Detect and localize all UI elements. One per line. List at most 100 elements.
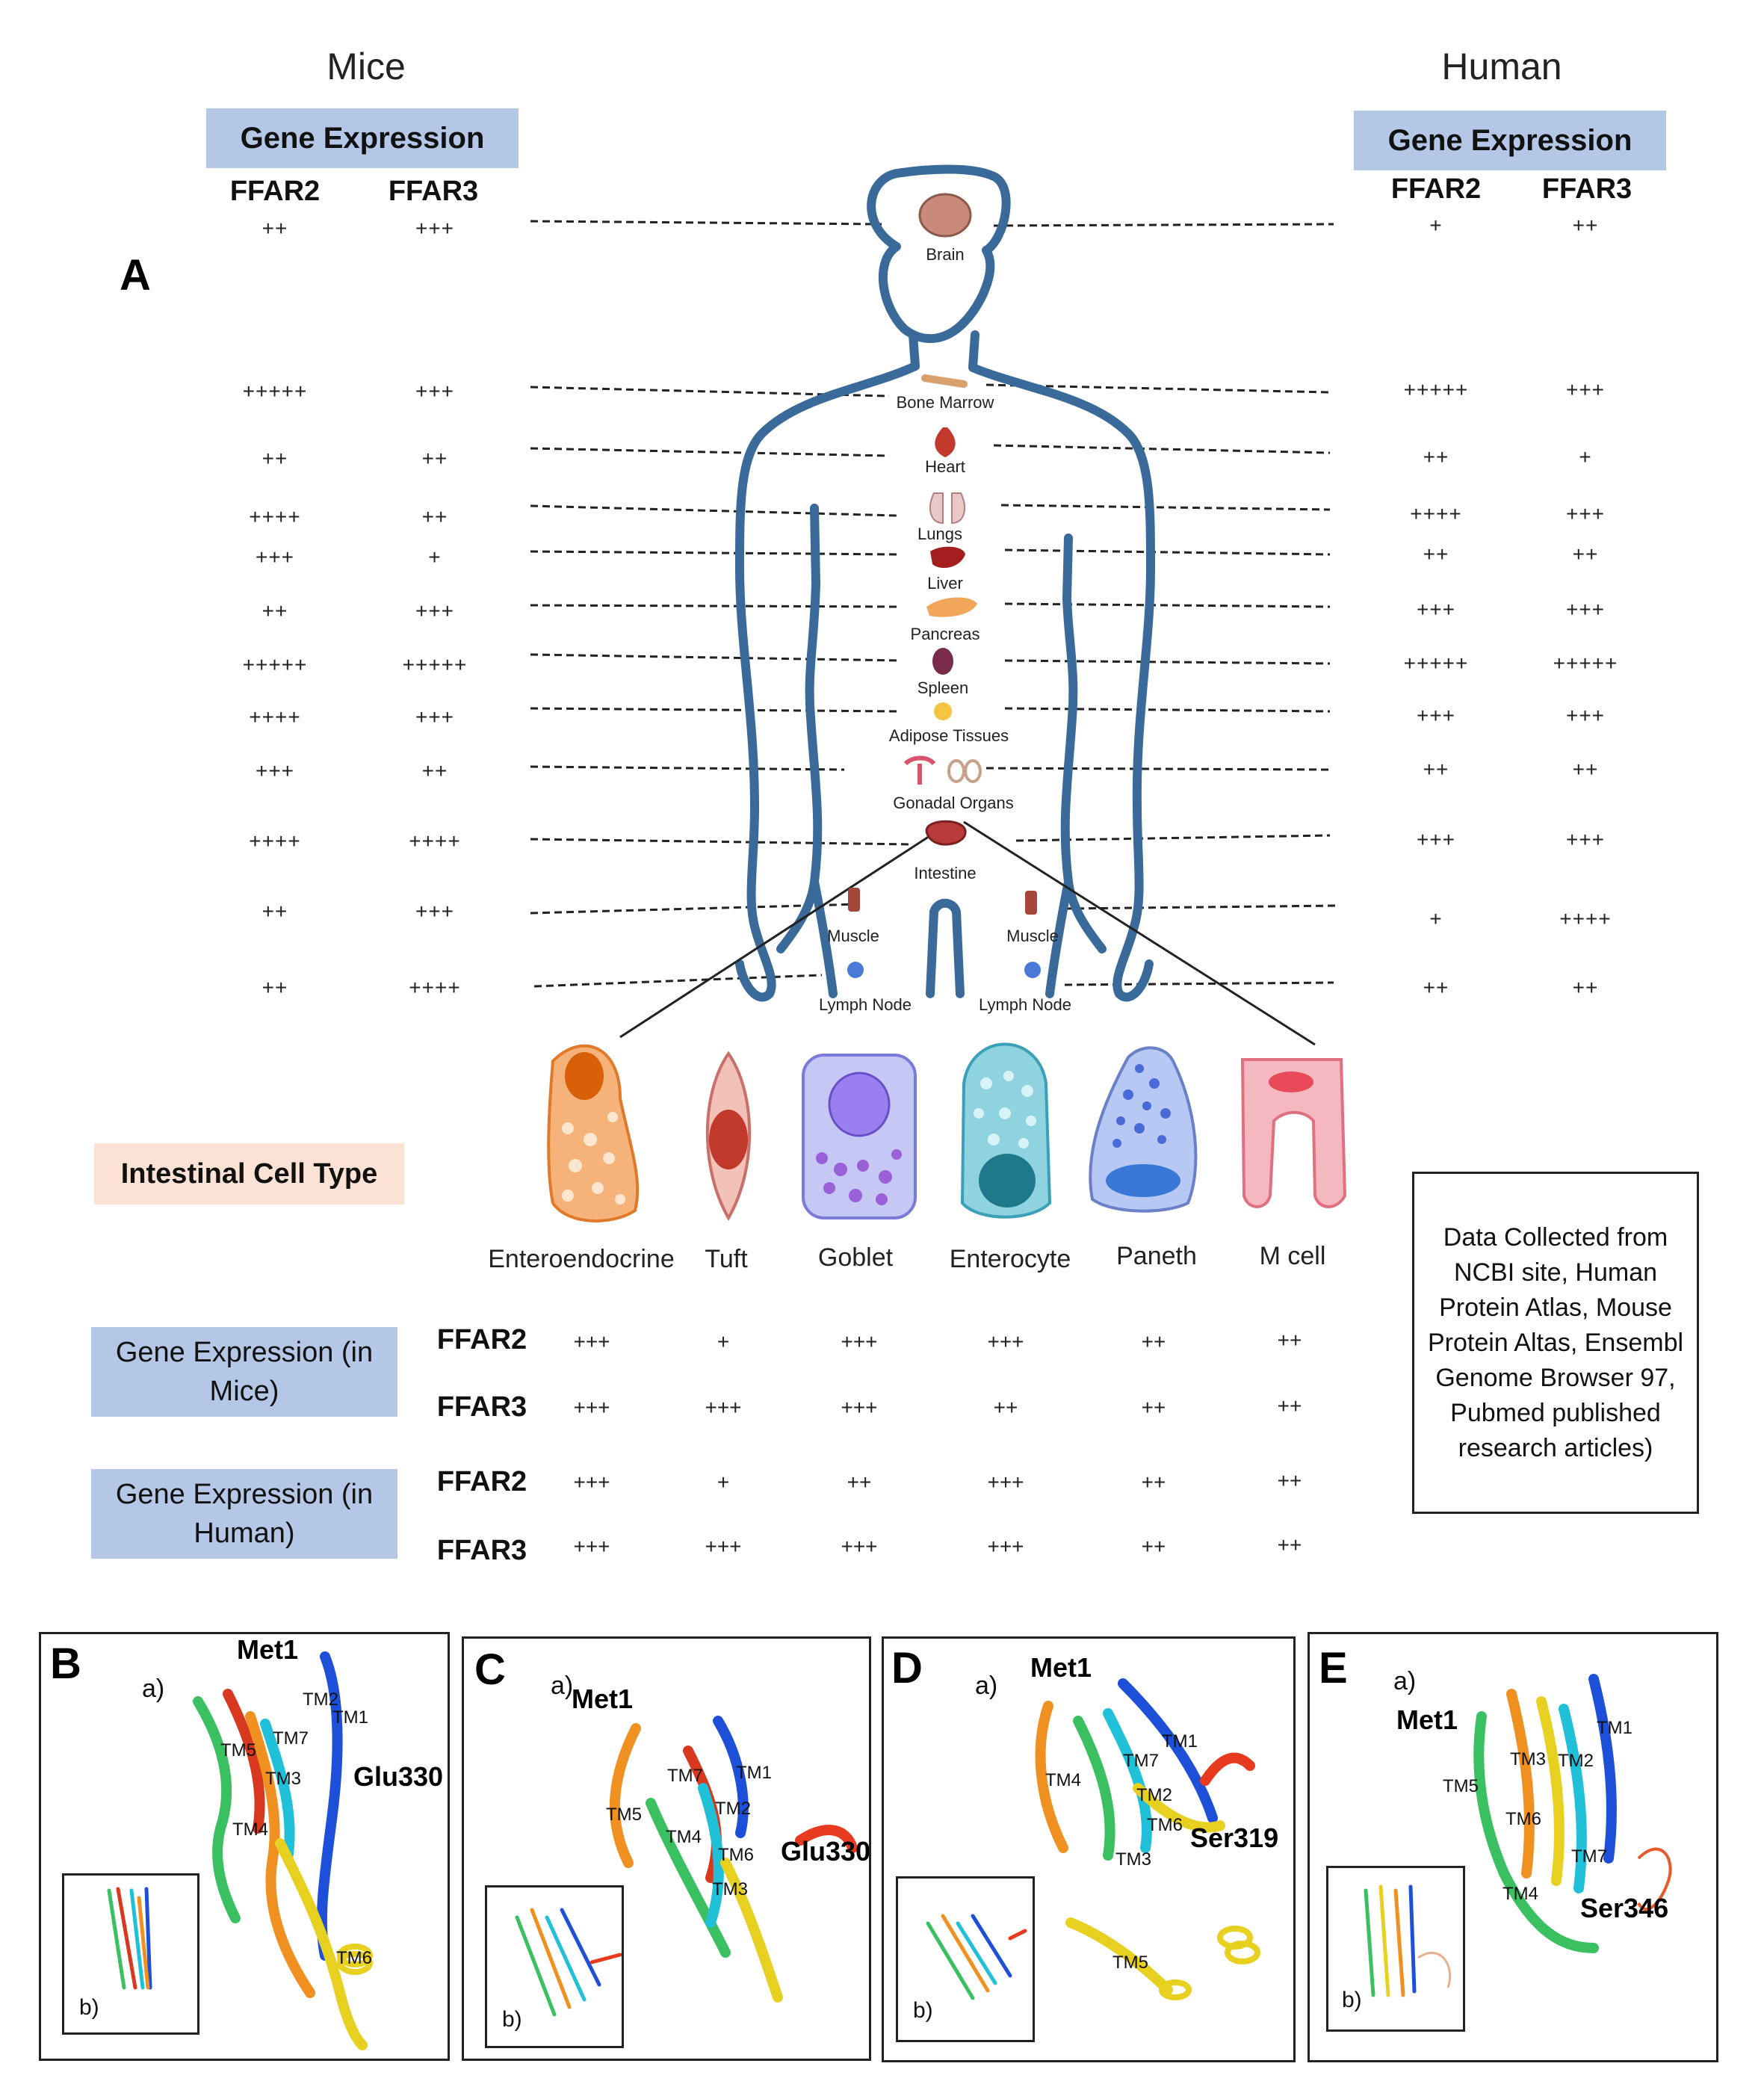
mice-gene-expression-band: Gene Expression [206, 108, 519, 168]
panel-b-tm-label: TM5 [220, 1740, 256, 1760]
human-ffar3-header: FFAR3 [1541, 173, 1633, 205]
cell-value: ++ [1277, 1469, 1302, 1492]
cell-label-enteroendocrine: Enteroendocrine [488, 1245, 675, 1273]
mice-ffar3-value: +++ [415, 705, 455, 729]
panel-c-end-label: Glu330 [781, 1836, 871, 1867]
organ-label-gonadal: Gonadal Organs [893, 794, 1014, 812]
human-ffar2-value: ++++ [1410, 502, 1462, 525]
panel-c-inset-helices [515, 1908, 622, 2017]
panel-c-tm-label: TM4 [666, 1827, 702, 1847]
cell-label-paneth: Paneth [1116, 1242, 1197, 1270]
panel-c-start-label: Met1 [572, 1683, 634, 1714]
spleen-icon [932, 648, 953, 675]
panel-d-inset: b) [896, 1876, 1035, 2042]
panel-c-tm-label: TM7 [667, 1766, 703, 1786]
tuft-cell-icon [705, 1051, 752, 1222]
bone-icon [921, 374, 968, 388]
cell-value: ++ [847, 1471, 872, 1494]
panel-e-tm-label: TM6 [1505, 1809, 1541, 1829]
panel-c-helices [609, 1716, 858, 2003]
cell-value: + [717, 1471, 730, 1494]
cell-value: +++ [573, 1535, 610, 1558]
mice-ffar3-value: ++ [421, 447, 448, 470]
organ-label-muscle-left: Muscle [827, 927, 879, 945]
panel-d-tm-label: TM6 [1147, 1815, 1183, 1835]
human-ffar3-value: +++ [1565, 828, 1606, 851]
human-ffar3-value: ++++ [1559, 907, 1612, 930]
panel-b-end-label: Glu330 [353, 1761, 444, 1792]
left-dashed-lines [530, 220, 912, 988]
mice-ffar3-header: FFAR3 [388, 176, 479, 207]
panel-c-inset: b) [485, 1885, 624, 2048]
human-ffar3-value: +++ [1565, 502, 1606, 525]
human-ffar3-value: ++ [1572, 542, 1599, 566]
panel-e-tm-label: TM7 [1571, 1846, 1607, 1867]
lymph-node-left-icon [847, 962, 864, 978]
intestinal-cell-type-band: Intestinal Cell Type [94, 1143, 404, 1205]
human-ffar2-value: ++ [1423, 976, 1449, 999]
mice-cell-ffar2-label: FFAR2 [436, 1324, 527, 1355]
panel-b-tm-label: TM1 [332, 1707, 368, 1728]
enterocyte-cell-icon [960, 1042, 1052, 1219]
cell-value: +++ [987, 1330, 1024, 1353]
panel-c-sub-b: b) [502, 2007, 522, 2032]
human-ffar2-value: ++ [1423, 445, 1449, 469]
cell-label-enterocyte: Enterocyte [949, 1245, 1071, 1273]
organ-label-pancreas: Pancreas [910, 625, 980, 643]
panel-d-sub-a: a) [975, 1672, 998, 1700]
mice-ffar2-header: FFAR2 [229, 176, 321, 207]
panel-c-box: C a) Met1 Glu330 TM7 TM1 TM5 TM2 TM4 TM6… [462, 1636, 871, 2061]
mice-ffar2-value: +++++ [242, 653, 308, 676]
panel-d-tm-label: TM5 [1112, 1952, 1148, 1973]
lymph-node-right-icon [1024, 962, 1041, 978]
panel-c-tm-label: TM5 [606, 1805, 642, 1825]
cell-value: ++ [1277, 1533, 1302, 1556]
goblet-cell-icon [802, 1054, 917, 1219]
panel-b-box: B a) Met1 Glu330 TM2 TM1 TM5 TM7 TM3 TM4… [39, 1632, 450, 2061]
mice-ffar3-value: ++ [421, 505, 448, 528]
panel-b-tm-label: TM7 [273, 1728, 309, 1749]
human-gene-expression-band: Gene Expression [1354, 111, 1666, 170]
panel-e-inset: b) [1326, 1866, 1465, 2032]
organ-label-lungs: Lungs [917, 525, 962, 543]
human-ffar3-value: +++++ [1553, 652, 1618, 675]
human-ffar2-value: + [1429, 907, 1443, 930]
mice-ffar2-value: +++ [255, 759, 295, 782]
panel-c-tm-label: TM2 [715, 1799, 751, 1819]
panel-d-start-label: Met1 [1030, 1652, 1092, 1683]
pancreas-icon [926, 597, 977, 617]
cell-value: ++ [993, 1396, 1018, 1419]
mice-ffar2-value: ++ [261, 599, 288, 622]
panel-e-tm-label: TM4 [1503, 1884, 1538, 1904]
cell-value: ++ [1277, 1394, 1302, 1417]
human-ffar3-value: +++ [1565, 598, 1606, 621]
mice-ffar3-value: +++ [415, 599, 455, 622]
cell-value: +++ [705, 1396, 742, 1419]
source-note-box: Data Collected from NCBI site, Human Pro… [1412, 1172, 1699, 1514]
mice-ffar2-value: ++ [261, 217, 288, 240]
cell-value: +++ [841, 1396, 878, 1419]
panel-b-sub-b: b) [79, 1995, 99, 2020]
human-ffar3-value: ++ [1572, 976, 1599, 999]
panel-d-tm-label: TM3 [1115, 1849, 1151, 1870]
human-ffar3-value: +++ [1565, 378, 1606, 401]
cell-label-goblet: Goblet [817, 1243, 894, 1272]
mice-ffar3-value: ++ [421, 759, 448, 782]
panel-d-letter: D [891, 1644, 923, 1692]
mice-ffar2-value: ++++ [249, 705, 301, 729]
mice-ffar3-value: +++ [415, 217, 455, 240]
panel-c-sub-a: a) [551, 1672, 574, 1700]
gene-expression-human-band: Gene Expression (in Human) [91, 1469, 397, 1559]
panel-b-tm-label: TM2 [303, 1689, 338, 1710]
organ-label-bone-marrow: Bone Marrow [896, 393, 994, 412]
mice-ffar2-value: +++ [255, 545, 295, 569]
panel-c-tm-label: TM3 [712, 1879, 748, 1899]
organ-label-lymph-right: Lymph Node [979, 995, 1071, 1014]
human-ffar3-value: + [1579, 445, 1592, 469]
panel-d-tm-label: TM4 [1045, 1770, 1081, 1790]
organ-label-spleen: Spleen [917, 678, 969, 697]
panel-d-box: D a) Met1 Ser319 TM1 TM4 TM7 TM2 TM6 TM3… [882, 1636, 1296, 2062]
mice-ffar2-value: ++++ [249, 505, 301, 528]
mice-ffar3-value: +++ [415, 900, 455, 923]
